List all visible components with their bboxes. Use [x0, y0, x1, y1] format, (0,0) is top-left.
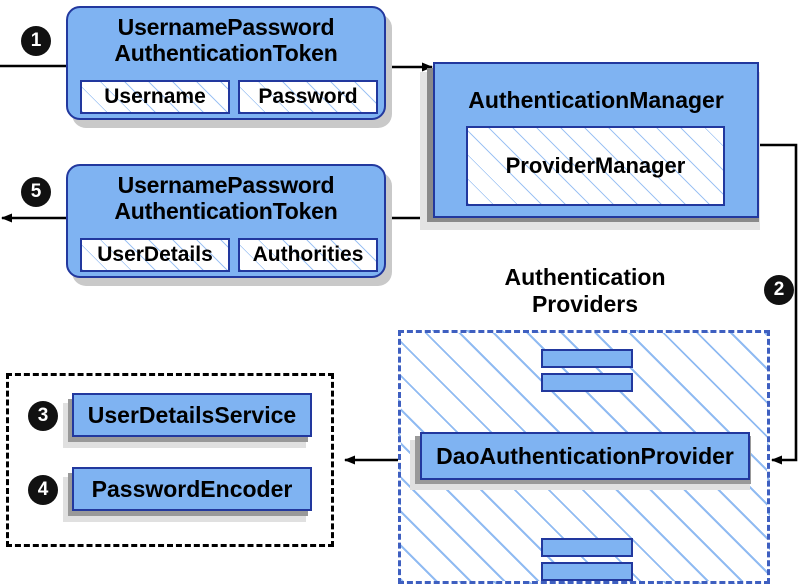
response-token-title-line1: UsernamePassword: [117, 172, 335, 198]
authentication-manager-box[interactable]: AuthenticationManager ProviderManager: [433, 62, 759, 218]
request-token-title-line1: UsernamePassword: [117, 14, 335, 40]
request-token-title-line2: AuthenticationToken: [114, 40, 338, 66]
authentication-manager-title: AuthenticationManager: [468, 87, 724, 113]
provider-placeholder-bar-4[interactable]: [541, 562, 633, 581]
request-token-field-username[interactable]: Username: [80, 80, 230, 114]
authentication-providers-title-line1: Authentication: [504, 264, 666, 290]
step-bullet-1: 1: [21, 26, 51, 56]
response-token-card[interactable]: UsernamePassword AuthenticationToken Use…: [66, 164, 386, 278]
user-details-service-box[interactable]: UserDetailsService: [72, 393, 312, 437]
step-bullet-5: 5: [21, 177, 51, 207]
provider-placeholder-bar-3[interactable]: [541, 538, 633, 557]
step-bullet-3: 3: [28, 401, 58, 431]
response-token-title-line2: AuthenticationToken: [114, 198, 338, 224]
step-bullet-2: 2: [764, 275, 794, 305]
authentication-providers-title-line2: Providers: [531, 291, 639, 317]
request-token-card[interactable]: UsernamePassword AuthenticationToken Use…: [66, 6, 386, 120]
response-token-field-authorities[interactable]: Authorities: [238, 238, 378, 272]
password-encoder-box[interactable]: PasswordEncoder: [72, 467, 312, 511]
collaborators-group: [6, 373, 334, 547]
request-token-field-password[interactable]: Password: [238, 80, 378, 114]
step-bullet-4: 4: [28, 475, 58, 505]
provider-manager-box[interactable]: ProviderManager: [466, 126, 725, 206]
provider-placeholder-bar-1[interactable]: [541, 349, 633, 368]
dao-authentication-provider-box[interactable]: DaoAuthenticationProvider: [420, 432, 750, 480]
response-token-field-userdetails[interactable]: UserDetails: [80, 238, 230, 272]
provider-placeholder-bar-2[interactable]: [541, 373, 633, 392]
